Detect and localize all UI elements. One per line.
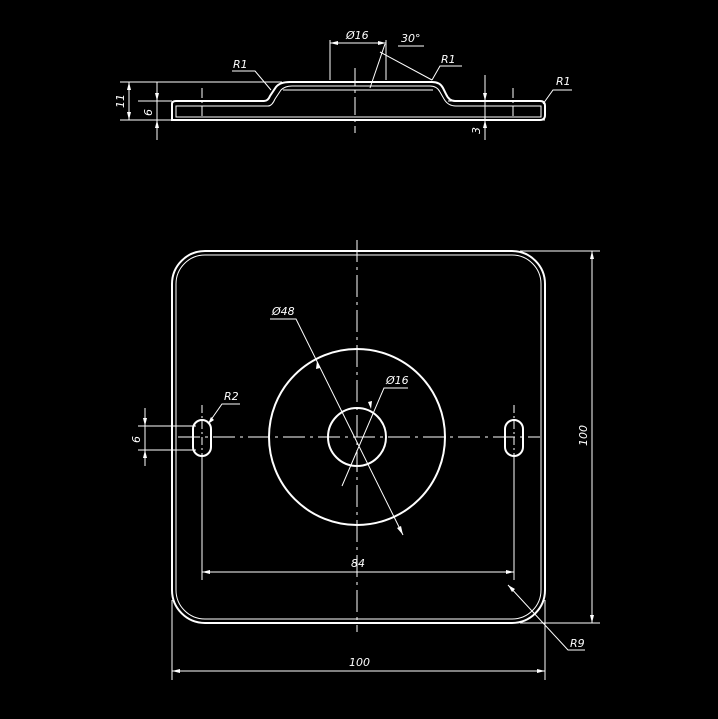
leader-d48 <box>270 318 404 536</box>
side-profile-inner <box>175 85 542 118</box>
leader-r1-left <box>232 70 272 91</box>
top-dim-inner-diameter-label: Ø16 <box>385 374 409 387</box>
center-hole-circle <box>327 407 387 467</box>
leader-r9 <box>507 584 585 651</box>
side-dim-thickness-label: 3 <box>470 127 483 134</box>
plate-outline <box>171 250 546 624</box>
leader-r1-mid <box>431 65 462 81</box>
top-dim-slot-spacing-label: 84 <box>351 557 365 570</box>
leader-d16 <box>341 387 408 487</box>
top-arrowheads <box>143 251 594 673</box>
dim-angle-leader-2 <box>379 51 433 81</box>
dim-angle-leader-1 <box>369 43 386 89</box>
top-dim-outer-diameter-label: Ø48 <box>271 305 295 318</box>
top-dim-corner-radius-label: R9 <box>570 637 585 650</box>
side-arrowheads <box>127 41 487 128</box>
top-dim-height-label: 100 <box>577 425 590 446</box>
top-view <box>138 240 600 680</box>
side-dim-height-total-label: 11 <box>114 94 127 108</box>
top-dim-slot-width-label: 6 <box>130 436 143 443</box>
leader-r2 <box>207 403 240 425</box>
side-dim-radius-mid-label: R1 <box>441 53 456 66</box>
leader-r1-right <box>542 89 572 105</box>
boss-outer-circle <box>268 348 446 526</box>
plate-outline-inner <box>175 254 542 620</box>
side-dim-diameter-label: Ø16 <box>345 29 369 42</box>
side-view <box>120 40 572 140</box>
side-dim-radius-left-label: R1 <box>233 58 248 71</box>
side-dim-radius-right-label: R1 <box>556 75 571 88</box>
top-dim-slot-radius-label: R2 <box>224 390 239 403</box>
side-profile-outer <box>171 81 546 121</box>
side-dim-angle-label: 30° <box>401 32 421 45</box>
side-dim-height-mid-label: 6 <box>142 109 155 116</box>
top-dim-width-label: 100 <box>349 656 370 669</box>
